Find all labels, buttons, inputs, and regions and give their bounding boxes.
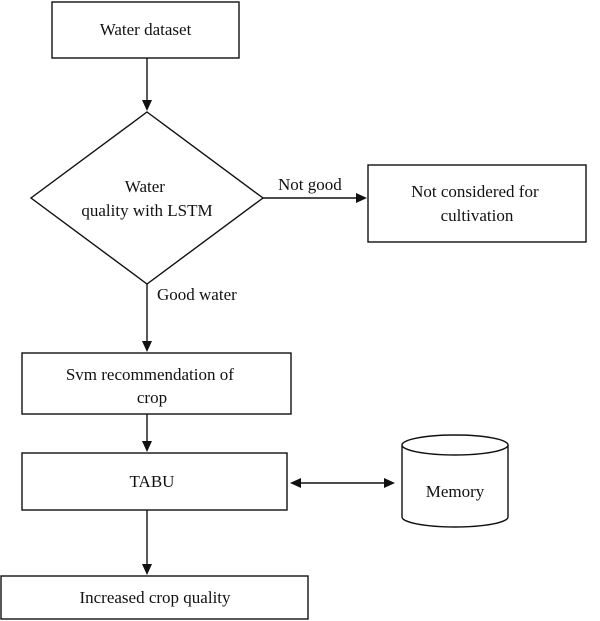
not-considered-label: Not considered for cultivation: [411, 182, 543, 225]
decision-label-line-2: quality with LSTM: [81, 201, 212, 220]
not-considered-label-line-1: Not considered for: [411, 182, 539, 201]
memory-cylinder-top: [401, 434, 509, 456]
svm-label-line-2: crop: [137, 388, 167, 407]
arrow-to-tabu: [290, 478, 301, 488]
increased-label-line-1: Increased crop quality: [79, 588, 231, 607]
tabu-label-line-1: TABU: [130, 472, 175, 491]
tabu-box: [21, 452, 288, 511]
not-considered-box: [367, 164, 587, 243]
memory-label: Memory: [426, 482, 485, 501]
arrow-to-memory: [384, 478, 395, 488]
arrow-decision-to-not-considered: [356, 193, 367, 203]
water-quality-decision-label: Water quality with LSTM: [81, 177, 212, 220]
water-dataset-label: Water dataset: [100, 20, 192, 39]
good-water-edge-label: Good water: [157, 285, 237, 304]
increased-crop-quality-label: Increased crop quality: [79, 588, 231, 607]
memory-label-line-1: Memory: [426, 482, 485, 501]
water-dataset-label-line-1: Water dataset: [100, 20, 192, 39]
increased-crop-quality-box: [0, 575, 309, 620]
arrow-tabu-to-increased: [142, 564, 152, 575]
svm-recommendation-label: Svm recommendation of crop: [66, 365, 238, 407]
arrow-svm-to-tabu: [142, 441, 152, 452]
memory-cylinder: [401, 434, 509, 528]
decision-label-line-1: Water: [125, 177, 165, 196]
not-good-edge-label: Not good: [278, 175, 342, 194]
arrow-decision-to-svm: [142, 341, 152, 352]
water-quality-decision-diamond: [29, 111, 265, 285]
not-considered-label-line-2: cultivation: [441, 206, 514, 225]
tabu-label: TABU: [130, 472, 175, 491]
svm-label-line-1: Svm recommendation of: [66, 365, 234, 384]
memory-cylinder-body: [401, 445, 509, 528]
svm-recommendation-box: [21, 352, 292, 415]
arrow-dataset-to-decision: [142, 100, 152, 111]
water-dataset-box: [51, 1, 240, 59]
